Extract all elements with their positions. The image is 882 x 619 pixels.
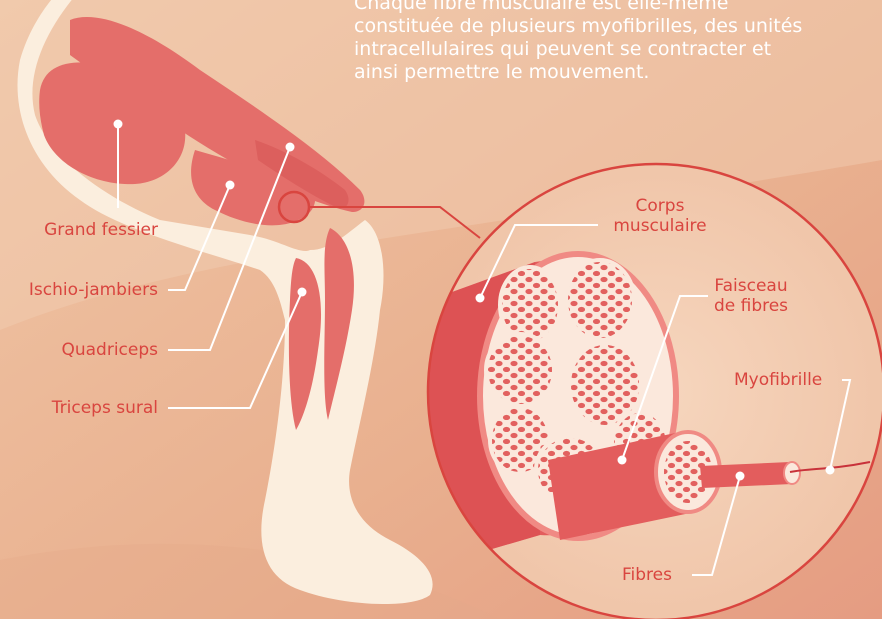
label-corps-musculaire: Corps musculaire [600,196,720,236]
label-faisceau-de-fibres: Faisceau de fibres [696,276,806,316]
label-fibres: Fibres [622,565,672,585]
label-myofibrille: Myofibrille [734,370,822,390]
fibre-shape [700,462,792,488]
label-grand-fessier: Grand fessier [30,220,158,240]
label-ischio-jambiers: Ischio-jambiers [0,280,158,300]
caption-text: Chaque fibre musculaire est elle-même co… [354,0,874,84]
label-triceps-sural: Triceps sural [10,398,158,418]
label-quadriceps: Quadriceps [20,340,158,360]
